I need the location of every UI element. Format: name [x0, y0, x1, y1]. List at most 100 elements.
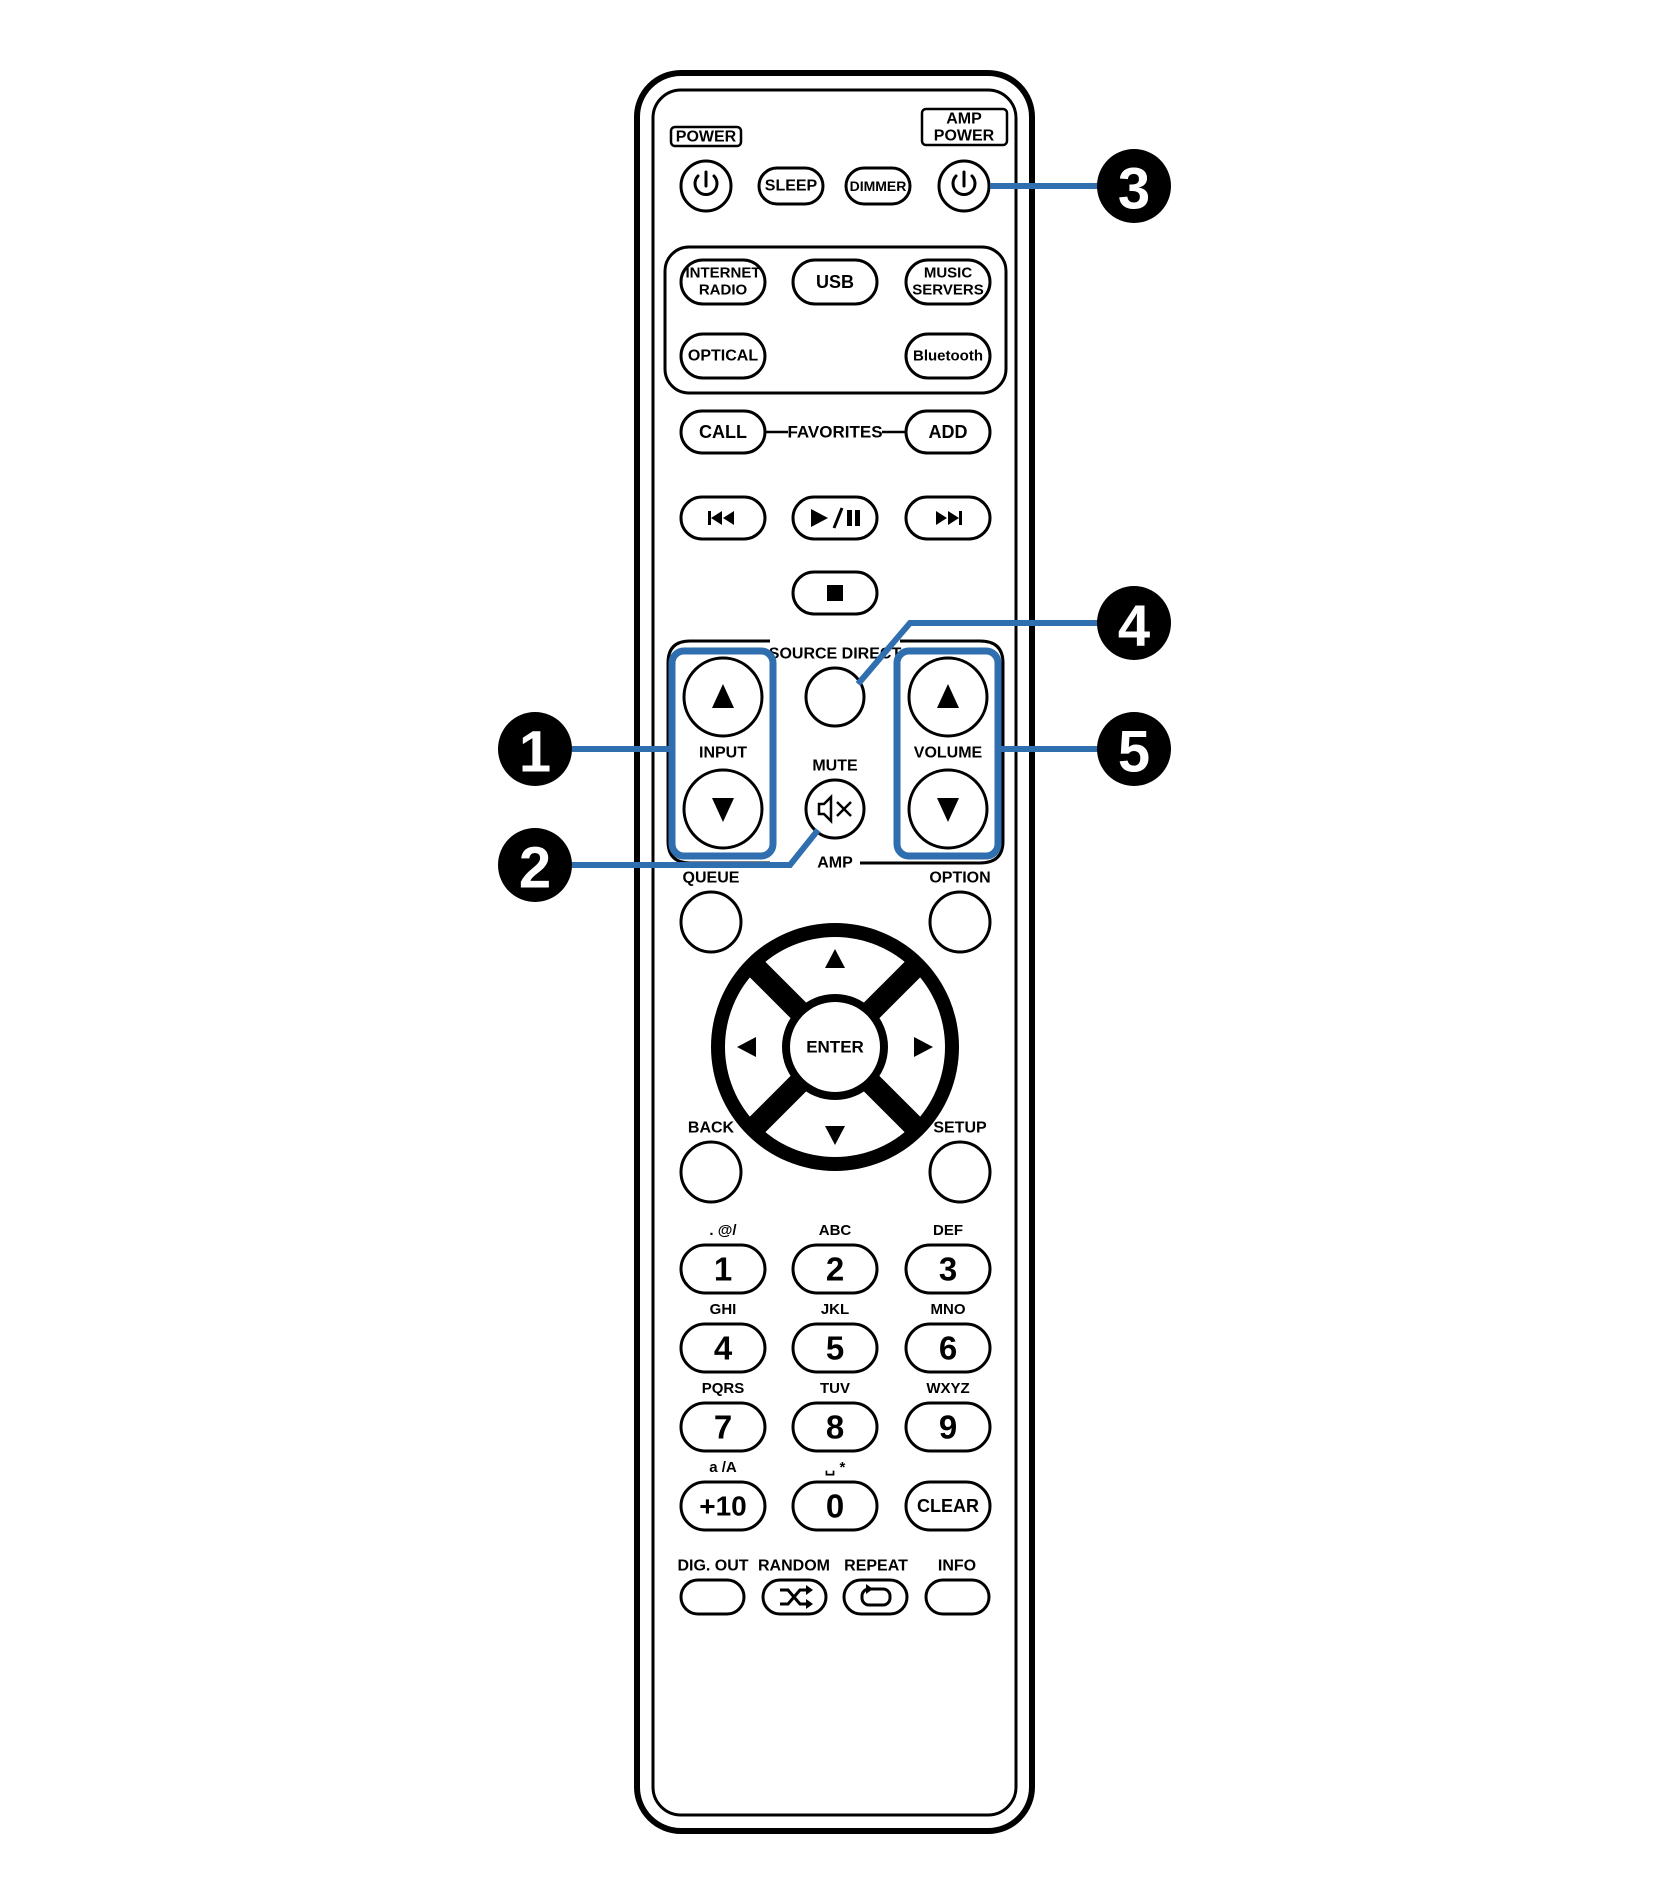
nav-down-button[interactable]	[825, 1126, 845, 1145]
keypad-2-button[interactable]: ABC 2	[791, 1222, 879, 1295]
sleep-button[interactable]: SLEEP	[757, 166, 825, 206]
play-pause-button[interactable]	[791, 495, 879, 541]
svg-text:2: 2	[519, 836, 551, 901]
svg-text:CALL: CALL	[699, 422, 747, 442]
mute-button[interactable]	[804, 778, 866, 840]
left-arrow-icon	[737, 1037, 756, 1057]
previous-track-button[interactable]	[679, 495, 767, 541]
volume-up-button[interactable]	[907, 656, 989, 738]
random-label: RANDOM	[758, 1558, 830, 1575]
callout-5: 5	[1097, 712, 1171, 786]
input-down-button[interactable]	[682, 768, 764, 850]
svg-text:5: 5	[1118, 720, 1150, 785]
queue-label: QUEUE	[683, 870, 740, 887]
volume-down-button[interactable]	[907, 768, 989, 850]
repeat-button[interactable]	[842, 1578, 909, 1616]
option-button[interactable]	[928, 890, 992, 954]
down-arrow-icon	[937, 798, 959, 822]
nav-left-button[interactable]	[737, 1037, 756, 1057]
input-highlight	[668, 647, 777, 860]
amp-power-button[interactable]	[937, 159, 991, 213]
keypad-8-button[interactable]: TUV 8	[791, 1380, 879, 1453]
svg-text:. @/: . @/	[709, 1222, 737, 1239]
keypad-1-button[interactable]: . @/ 1	[679, 1222, 767, 1295]
nav-up-button[interactable]	[825, 949, 845, 968]
svg-text:PQRS: PQRS	[702, 1380, 745, 1397]
mute-icon	[817, 793, 852, 825]
info-button[interactable]	[924, 1578, 991, 1616]
optical-button[interactable]: OPTICAL	[679, 332, 767, 380]
music-servers-button[interactable]: MUSIC SERVERS	[904, 258, 992, 306]
play-pause-icon	[811, 507, 860, 529]
svg-text:6: 6	[939, 1330, 957, 1367]
power-button[interactable]	[679, 159, 733, 213]
svg-text:4: 4	[1118, 594, 1150, 659]
nav-right-button[interactable]	[914, 1037, 933, 1057]
svg-text:a /A: a /A	[709, 1459, 737, 1476]
mute-label: MUTE	[812, 758, 858, 775]
svg-text:DEF: DEF	[933, 1222, 963, 1239]
skip-back-icon	[708, 511, 734, 525]
callout-4: 4	[1097, 586, 1171, 660]
svg-text:AMP: AMP	[946, 111, 982, 128]
svg-text:3: 3	[939, 1251, 957, 1288]
setup-button[interactable]	[928, 1140, 992, 1204]
keypad-6-button[interactable]: MNO 6	[904, 1301, 992, 1374]
keypad-7-button[interactable]: PQRS 7	[679, 1380, 767, 1453]
svg-text:ADD: ADD	[929, 422, 968, 442]
dig-out-button[interactable]	[679, 1578, 746, 1616]
repeat-icon	[860, 1584, 892, 1607]
favorites-add-button[interactable]: ADD	[904, 409, 992, 455]
keypad-plus10-button[interactable]: a /A +10	[679, 1459, 767, 1532]
keypad-9-button[interactable]: WXYZ 9	[904, 1380, 992, 1453]
svg-text:+10: +10	[699, 1491, 747, 1522]
keypad-3-button[interactable]: DEF 3	[904, 1222, 992, 1295]
svg-text:DIMMER: DIMMER	[850, 178, 907, 194]
amp-power-label: AMP POWER	[920, 107, 1009, 147]
svg-text:5: 5	[826, 1330, 844, 1367]
input-up-button[interactable]	[682, 656, 764, 738]
clear-button[interactable]: CLEAR	[904, 1480, 992, 1532]
up-arrow-icon	[825, 949, 845, 968]
source-direct-button[interactable]	[804, 666, 866, 728]
setup-label: SETUP	[933, 1120, 987, 1137]
power-icon	[951, 170, 977, 196]
right-arrow-icon	[914, 1037, 933, 1057]
svg-text:RADIO: RADIO	[699, 282, 748, 299]
svg-text:7: 7	[714, 1409, 732, 1446]
amp-label: AMP	[817, 855, 853, 872]
keypad-0-button[interactable]: ␣ * 0	[791, 1459, 879, 1532]
svg-text:3: 3	[1118, 157, 1150, 222]
skip-forward-icon	[936, 511, 962, 525]
back-button[interactable]	[679, 1140, 743, 1204]
volume-highlight	[893, 647, 1002, 860]
power-label: POWER	[669, 125, 743, 148]
option-label: OPTION	[929, 870, 990, 887]
svg-text:MUSIC: MUSIC	[924, 265, 973, 282]
callout-2: 2	[498, 828, 572, 902]
keypad-5-button[interactable]: JKL 5	[791, 1301, 879, 1374]
down-arrow-icon	[825, 1126, 845, 1145]
callout-markers: 1 2 3 4 5	[498, 149, 1171, 902]
svg-text:ENTER: ENTER	[806, 1038, 864, 1057]
favorites-label: FAVORITES	[787, 423, 882, 442]
internet-radio-button[interactable]: INTERNET RADIO	[679, 258, 767, 306]
enter-button[interactable]: ENTER	[790, 1002, 880, 1092]
dig-out-label: DIG. OUT	[677, 1558, 748, 1575]
keypad-4-button[interactable]: GHI 4	[679, 1301, 767, 1374]
usb-button[interactable]: USB	[791, 258, 879, 306]
next-track-button[interactable]	[904, 495, 992, 541]
source-group-frame	[663, 245, 1008, 395]
queue-button[interactable]	[679, 890, 743, 954]
keypad: . @/ 1 ABC 2 DEF 3 GHI 4 JKL 5 MNO 6	[679, 1222, 992, 1532]
stop-button[interactable]	[791, 570, 879, 616]
random-button[interactable]	[761, 1578, 828, 1616]
up-arrow-icon	[712, 684, 734, 708]
favorites-call-button[interactable]: CALL	[679, 409, 767, 455]
dimmer-button[interactable]: DIMMER	[844, 166, 912, 206]
bluetooth-button[interactable]: Bluetooth	[904, 332, 992, 380]
svg-text:9: 9	[939, 1409, 957, 1446]
up-arrow-icon	[937, 684, 959, 708]
svg-text:MNO: MNO	[931, 1301, 966, 1318]
